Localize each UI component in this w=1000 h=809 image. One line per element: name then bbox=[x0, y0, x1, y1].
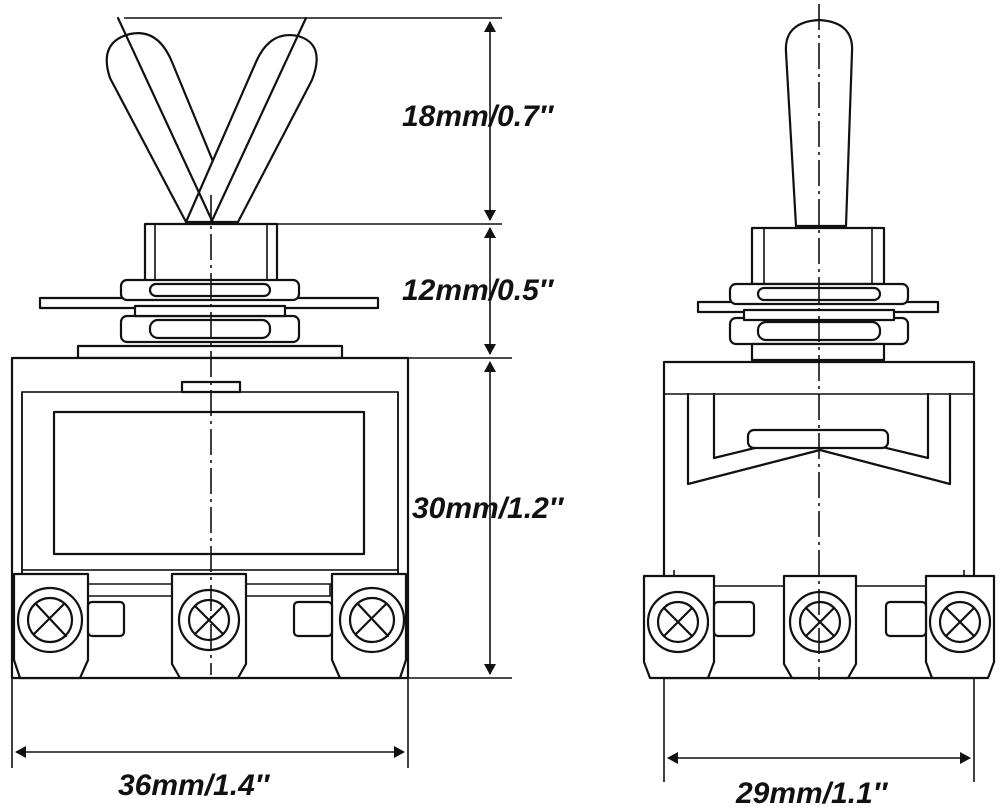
front-view: 18mm/0.7″ 12mm/0.5″ 30mm/1.2″ 36mm/1.4″ bbox=[10, 16, 565, 802]
front-base-plate bbox=[76, 344, 344, 360]
side-terminal-left bbox=[642, 574, 756, 680]
front-terminal-right bbox=[292, 572, 408, 680]
side-width-label: 29mm/1.1″ bbox=[735, 777, 889, 809]
front-width-label: 36mm/1.4″ bbox=[118, 769, 271, 802]
front-terminal-left bbox=[12, 572, 126, 680]
lever-height-label: 18mm/0.7″ bbox=[402, 100, 555, 133]
front-lever bbox=[105, 16, 318, 227]
side-bushing bbox=[750, 226, 886, 286]
side-terminal-center bbox=[782, 574, 858, 680]
front-extension-lines bbox=[11, 17, 512, 768]
side-view: 29mm/1.1″ bbox=[642, 4, 996, 809]
bushing-height-label: 12mm/0.5″ bbox=[402, 274, 555, 307]
front-terminal-center bbox=[170, 572, 248, 680]
side-base-plate bbox=[750, 342, 886, 362]
body-height-label: 30mm/1.2″ bbox=[412, 492, 565, 525]
front-hex-nuts bbox=[119, 278, 301, 344]
side-terminal-right bbox=[884, 574, 996, 680]
